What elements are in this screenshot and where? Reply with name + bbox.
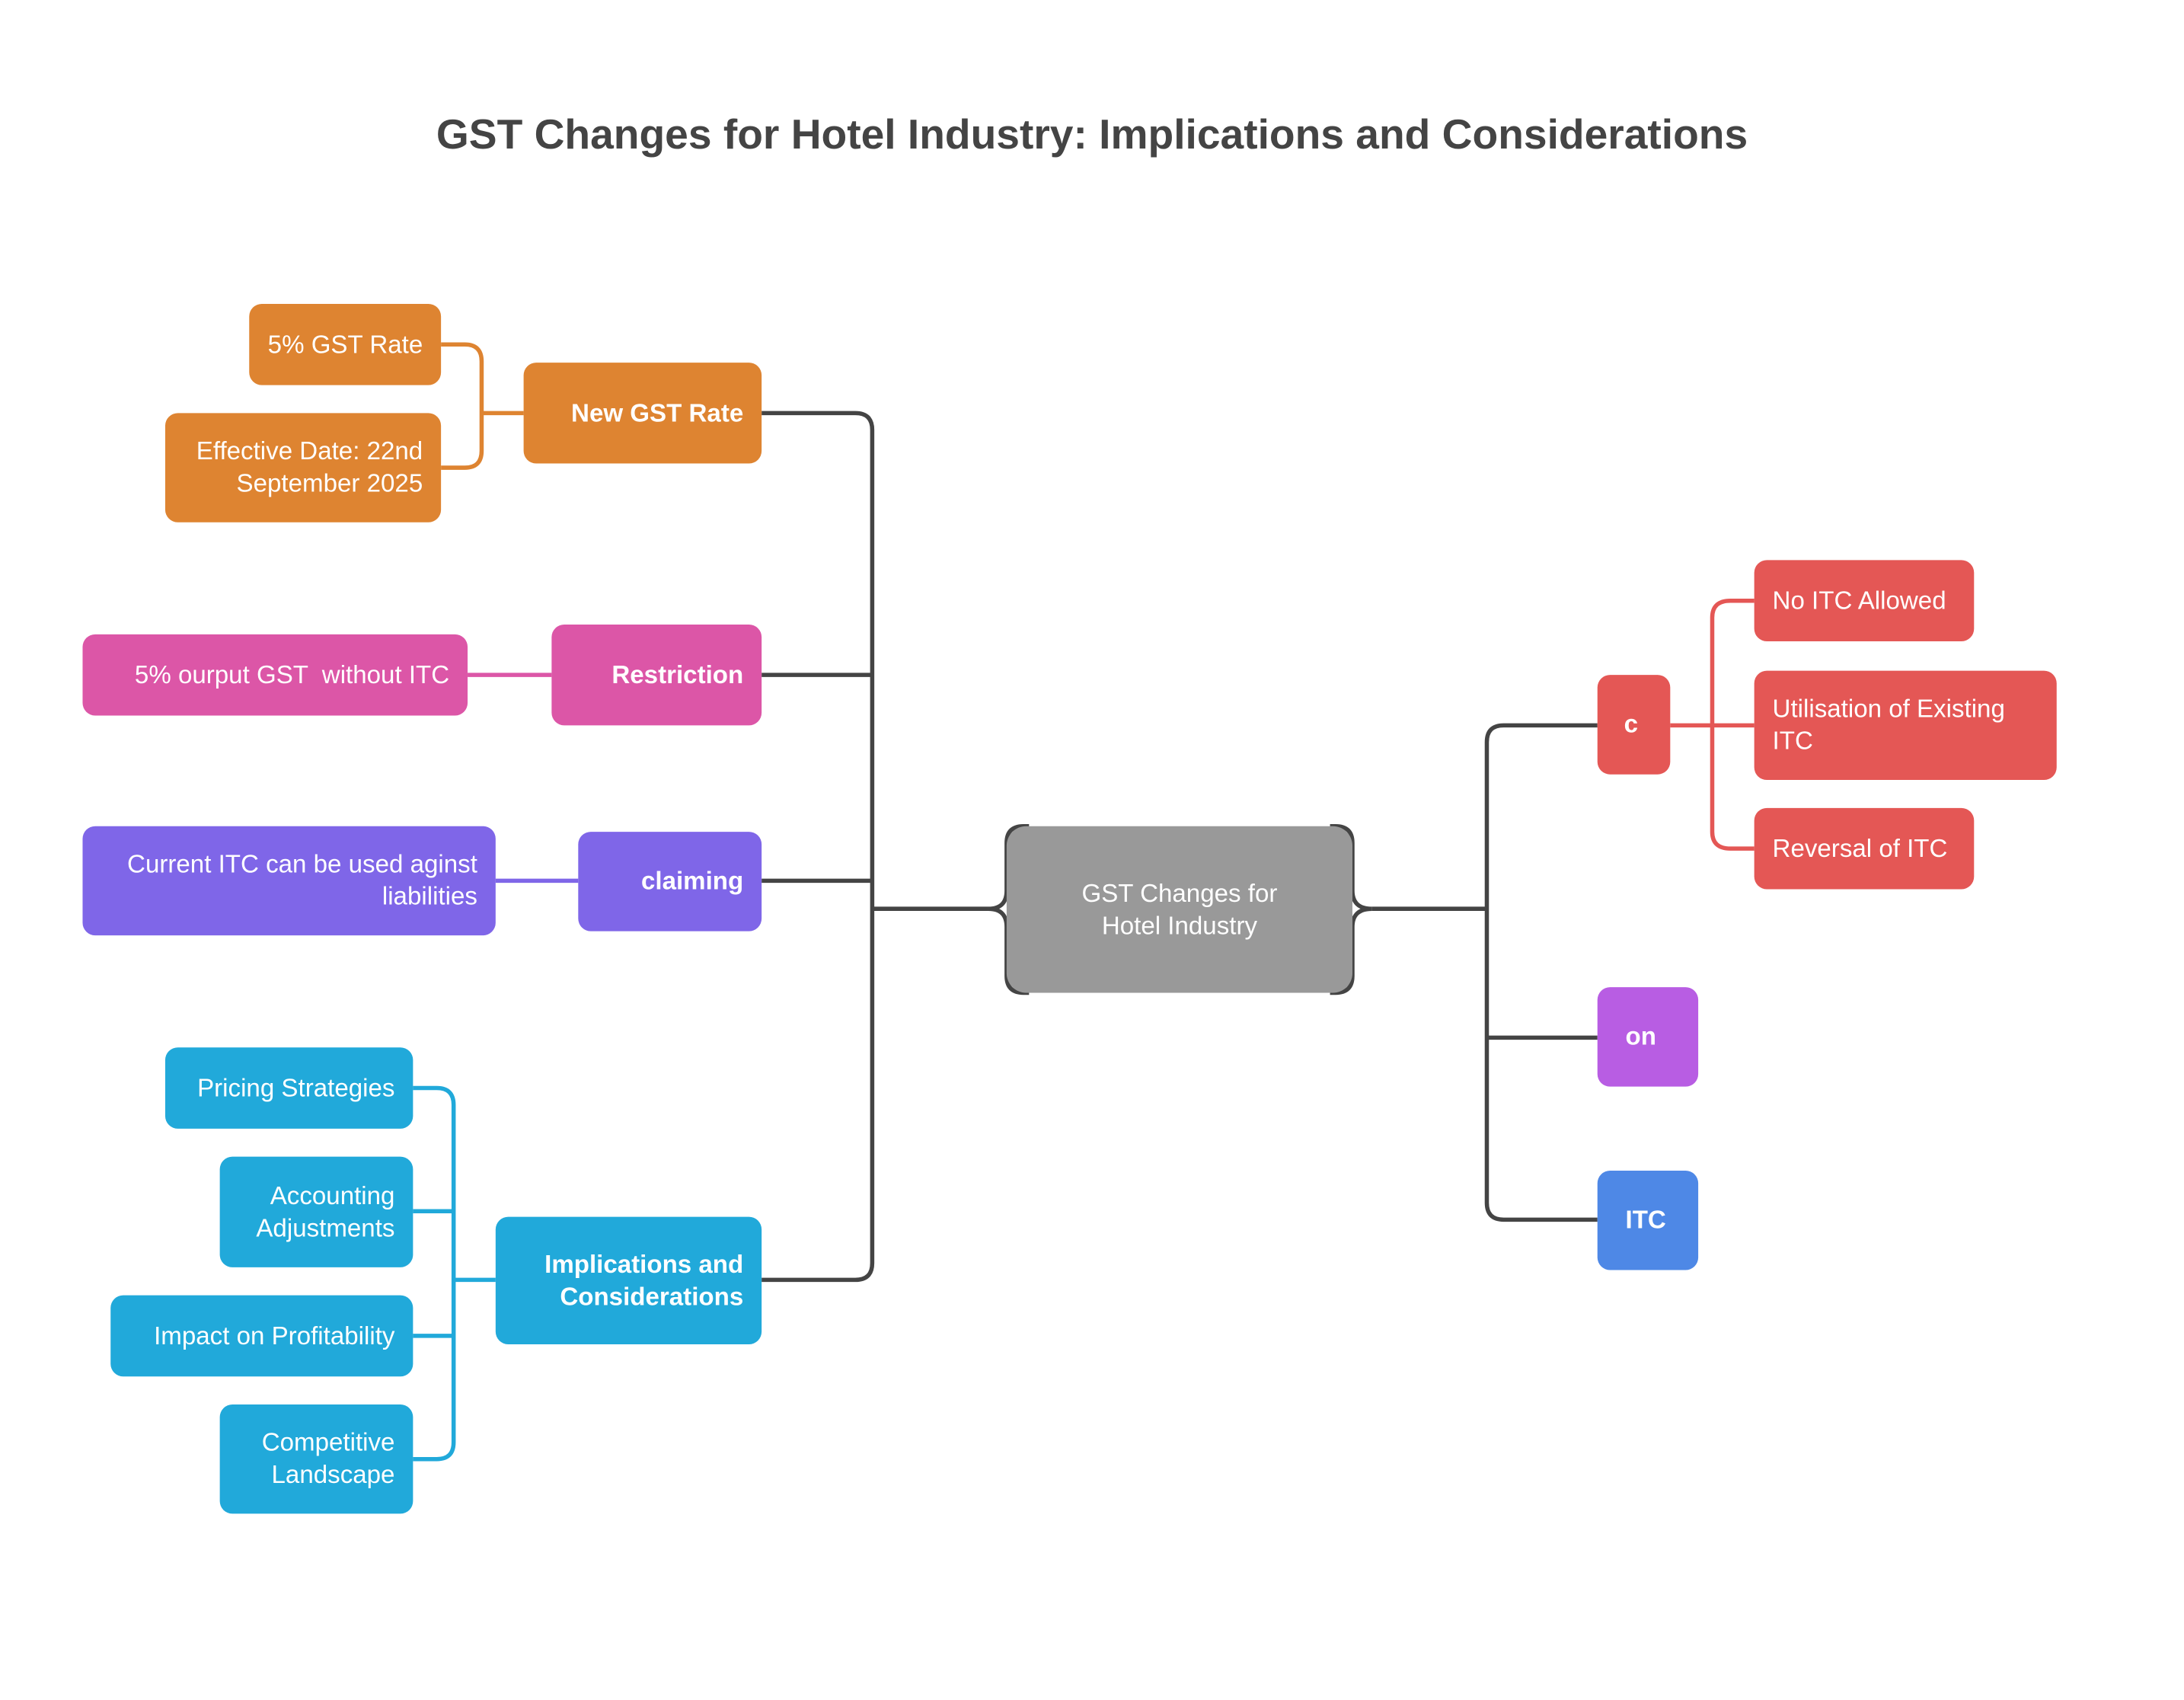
node-label: Restriction (611, 660, 744, 689)
node-label: 5% GST Rate (267, 329, 423, 358)
node-restriction[interactable]: Restriction (551, 624, 762, 726)
node-label: Competitive Landscape (261, 1428, 395, 1489)
node-reversal-itc[interactable]: Reversal of ITC (1754, 807, 1975, 890)
node-label: Reversal of ITC (1772, 833, 1948, 862)
node-c[interactable]: c (1597, 675, 1671, 775)
node-label: Utilisation of Existing ITC (1772, 694, 2005, 755)
node-label: Current ITC can be used aginst liabiliti… (127, 849, 477, 911)
node-label: Effective Date: 22nd September 2025 (196, 436, 423, 497)
node-label: c (1624, 710, 1639, 738)
node-effective-date[interactable]: Effective Date: 22nd September 2025 (164, 413, 442, 522)
node-accounting-adjustments[interactable]: Accounting Adjustments (219, 1156, 413, 1267)
node-label: No ITC Allowed (1772, 586, 1946, 615)
node-no-itc-allowed[interactable]: No ITC Allowed (1754, 560, 1975, 642)
node-current-itc[interactable]: Current ITC can be used aginst liabiliti… (82, 826, 496, 936)
node-label: New GST Rate (571, 398, 744, 427)
node-claiming[interactable]: claiming (578, 832, 762, 931)
node-pricing-strategies[interactable]: Pricing Strategies (164, 1047, 413, 1129)
node-label: on (1625, 1022, 1656, 1050)
connector-left-trunk (762, 411, 875, 1283)
node-on[interactable]: on (1597, 987, 1699, 1087)
node-label: Pricing Strategies (197, 1073, 395, 1101)
node-competitive-landscape[interactable]: Competitive Landscape (219, 1404, 413, 1514)
node-label: Implications and Considerations (544, 1249, 744, 1310)
node-5-gst-rate[interactable]: 5% GST Rate (249, 303, 442, 385)
orange-connectors (441, 342, 524, 470)
node-label: claiming (640, 867, 744, 895)
red-connectors (1670, 598, 1755, 851)
node-new-gst-rate[interactable]: New GST Rate (523, 363, 762, 464)
node-label: Accounting Adjustments (256, 1181, 395, 1241)
connector-right-trunk (1484, 723, 1598, 1222)
node-output-gst[interactable]: 5% ourput GST without ITC (82, 634, 468, 716)
node-label: 5% ourput GST without ITC (134, 660, 450, 689)
node-implications[interactable]: Implications and Considerations (495, 1216, 762, 1344)
diagram-title: GST Changes for Hotel Industry: Implicat… (436, 112, 1748, 158)
node-utilisation-itc[interactable]: Utilisation of Existing ITC (1754, 670, 2057, 781)
node-label: ITC (1625, 1205, 1666, 1234)
node-impact-profitability[interactable]: Impact on Profitability (110, 1295, 413, 1377)
node-itc[interactable]: ITC (1597, 1170, 1699, 1270)
central-topic[interactable]: GST Changes for Hotel Industry (1006, 826, 1352, 993)
node-label: Impact on Profitability (154, 1321, 395, 1350)
cyan-connectors (413, 1085, 496, 1462)
central-topic-label: GST Changes for Hotel Industry (1081, 878, 1278, 939)
